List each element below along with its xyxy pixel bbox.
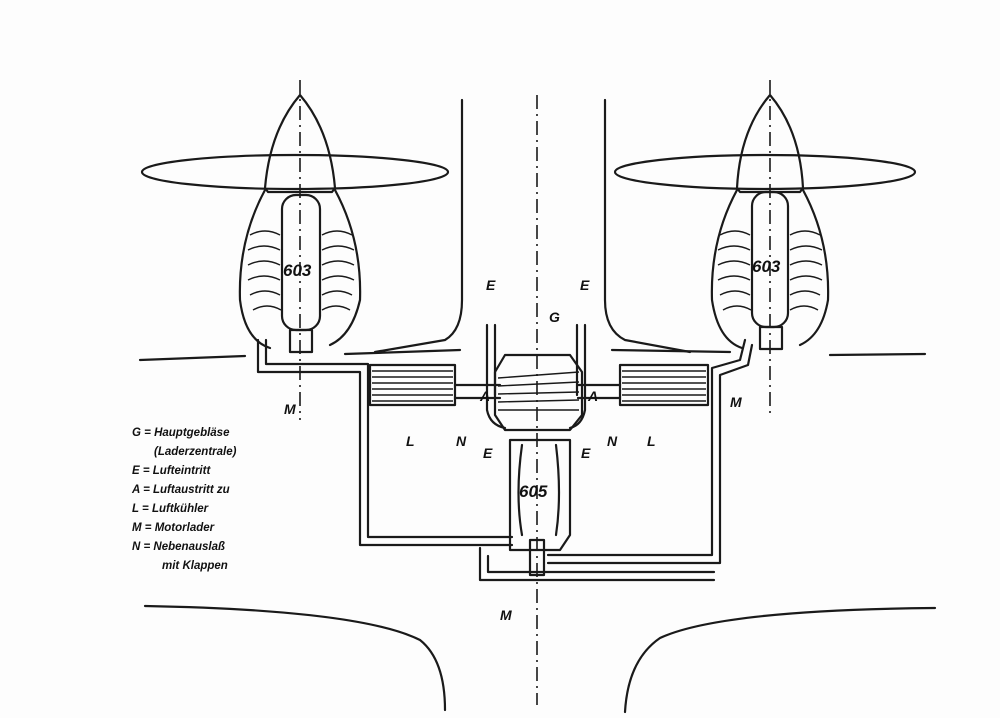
legend-item: N = Nebenauslaß [132, 541, 226, 553]
label-G: G [549, 309, 560, 325]
left-engine [140, 80, 450, 420]
right-intercooler [618, 363, 710, 407]
lower-outline-right [623, 606, 937, 714]
legend-item: A = Luftaustritt zu [132, 484, 230, 496]
label-E: E [580, 277, 590, 293]
left-cowling [238, 188, 362, 350]
duct-center-engine [478, 546, 716, 582]
lower-outline-left [143, 604, 447, 712]
right-cowling [710, 188, 830, 350]
label-A: A [479, 388, 490, 404]
right-engine-charger [758, 325, 784, 351]
label-N: N [607, 433, 618, 449]
legend-item: E = Lufteintritt [132, 465, 211, 477]
label-engine-603-left: 603 [283, 261, 312, 280]
legend-item: L = Luftkühler [132, 503, 209, 515]
label-M: M [284, 401, 296, 417]
legend-item: mit Klappen [162, 560, 228, 572]
right-cooling-fins [717, 230, 823, 311]
wing-right [610, 348, 927, 357]
label-N: N [456, 433, 467, 449]
left-cooling-fins [247, 230, 355, 311]
right-propeller [613, 153, 917, 191]
legend-item: (Laderzentrale) [154, 446, 237, 458]
label-L: L [406, 433, 415, 449]
duct-left-engine [256, 338, 514, 547]
label-A: A [587, 388, 598, 404]
center-engine [508, 438, 572, 577]
duct-right-engine [546, 338, 754, 565]
right-engine [613, 80, 917, 415]
fuselage-outline [373, 98, 692, 354]
label-engine-605: 605 [519, 482, 548, 501]
left-intercooler [368, 363, 457, 407]
wing-left [138, 348, 462, 362]
label-E: E [486, 277, 496, 293]
legend: G = Hauptgebläse (Laderzentrale) E = Luf… [132, 424, 236, 576]
main-blower [453, 323, 622, 432]
label-M: M [500, 607, 512, 623]
left-engine-charger [288, 328, 314, 354]
legend-item: G = Hauptgebläse [132, 427, 230, 439]
label-engine-603-right: 603 [752, 257, 781, 276]
label-E: E [581, 445, 591, 461]
label-M: M [730, 394, 742, 410]
label-L: L [647, 433, 656, 449]
left-propeller [140, 153, 450, 191]
label-E: E [483, 445, 493, 461]
legend-item: M = Motorlader [132, 522, 215, 534]
